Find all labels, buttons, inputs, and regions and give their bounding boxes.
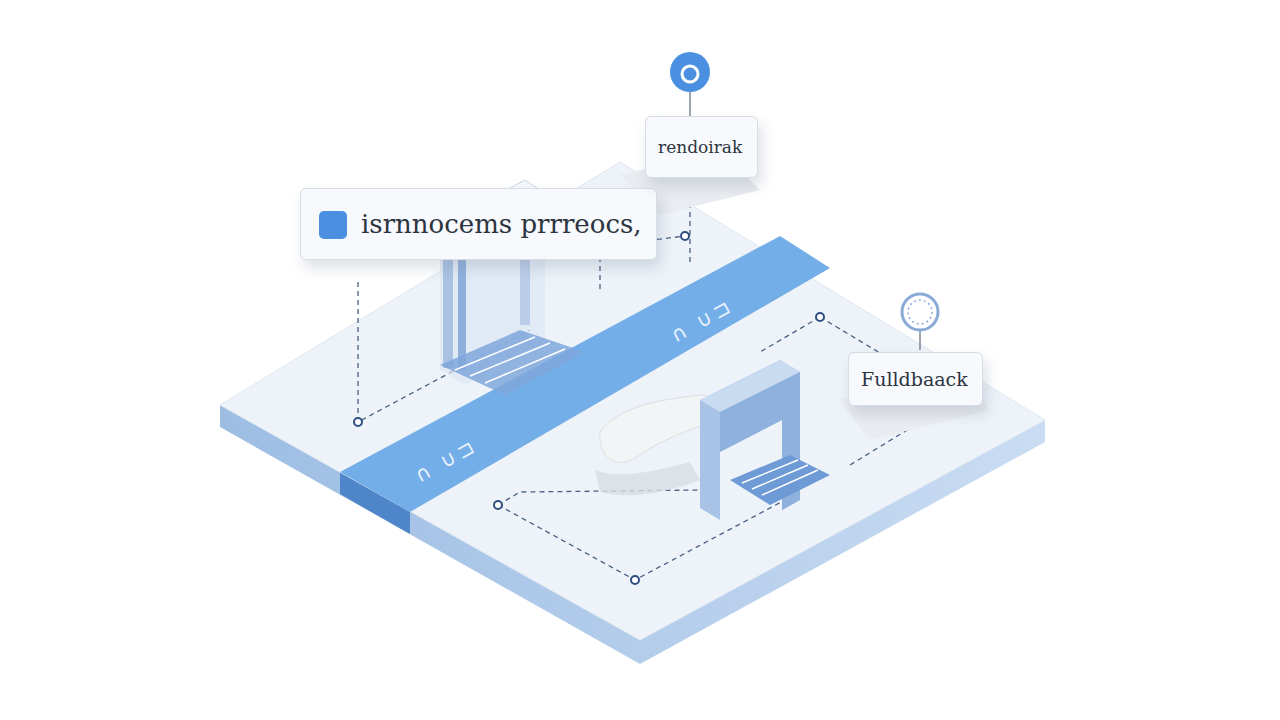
callout-box: rendoirak xyxy=(645,116,758,178)
app-icon xyxy=(319,211,347,239)
callout-text: Fulldbaack xyxy=(861,368,968,390)
callout-text: rendoirak xyxy=(658,137,742,157)
callout-box: isrnnocems prrreocs, xyxy=(300,188,657,260)
callout-box: Fulldbaack xyxy=(848,352,983,406)
callout-text: isrnnocems prrreocs, xyxy=(361,209,642,239)
